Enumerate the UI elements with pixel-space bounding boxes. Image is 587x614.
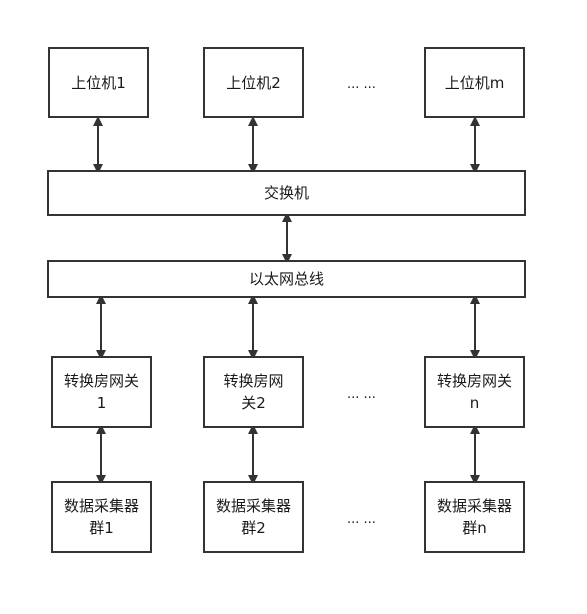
collector-1-line2: 群1 [89, 519, 114, 537]
collector-n-line2: 群n [462, 519, 487, 537]
gateway-1-box: 转换房网关 1 [51, 356, 152, 428]
collector-1-box: 数据采集器 群1 [51, 481, 152, 553]
gateway-1-line1: 转换房网关 [63, 372, 139, 390]
collector-n-line1: 数据采集器 [436, 497, 512, 515]
ethernet-bus-box: 以太网总线 [47, 260, 526, 298]
ethernet-bus-label: 以太网总线 [248, 270, 324, 288]
collector-2-line1: 数据采集器 [215, 497, 291, 515]
gateway-n-line2: n [469, 394, 480, 412]
collector-1-line1: 数据采集器 [63, 497, 139, 515]
gateway-1-line2: 1 [96, 394, 107, 412]
host-1-box: 上位机1 [48, 47, 149, 118]
gateway-2-box: 转换房网 关2 [203, 356, 304, 428]
gateway-2-line2: 关2 [241, 394, 266, 412]
host-ellipsis: ... ... [347, 77, 376, 92]
gateway-2-line1: 转换房网 [223, 372, 284, 390]
host-m-box: 上位机m [424, 47, 525, 118]
switch-box: 交换机 [47, 170, 526, 216]
collector-2-box: 数据采集器 群2 [203, 481, 304, 553]
gateway-n-line1: 转换房网关 [436, 372, 512, 390]
collector-n-box: 数据采集器 群n [424, 481, 525, 553]
host-1-label: 上位机1 [71, 73, 126, 92]
gateway-n-box: 转换房网关 n [424, 356, 525, 428]
collector-ellipsis: ... ... [347, 512, 376, 527]
host-2-label: 上位机2 [226, 73, 281, 92]
switch-label: 交换机 [263, 184, 309, 202]
gateway-ellipsis: ... ... [347, 387, 376, 402]
host-m-label: 上位机m [444, 73, 505, 92]
host-2-box: 上位机2 [203, 47, 304, 118]
collector-2-line2: 群2 [241, 519, 266, 537]
